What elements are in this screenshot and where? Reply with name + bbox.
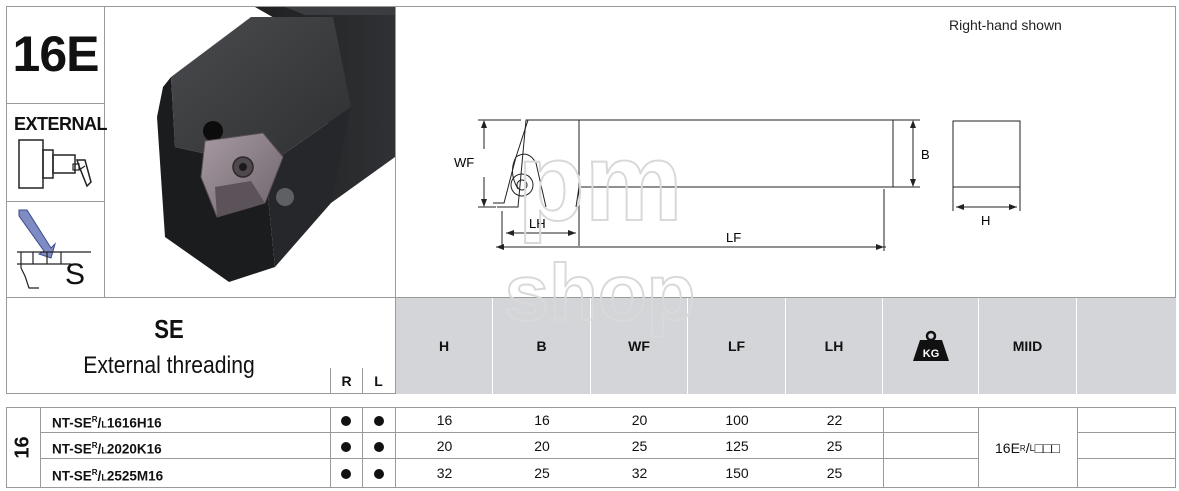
row-divider-2b — [1077, 458, 1176, 459]
col-header-h: H — [396, 298, 493, 394]
row-divider-2 — [40, 458, 978, 459]
cell-b: 16 — [534, 412, 550, 428]
series-name: SE — [154, 314, 184, 344]
tool-holder-illustration — [157, 7, 395, 282]
label-lh: LH — [529, 216, 546, 231]
col-header-wf: WF — [591, 298, 688, 394]
technical-drawing: Right-hand shown — [395, 6, 1176, 298]
cell-lf: 125 — [725, 438, 749, 454]
col-header-lh: LH — [786, 298, 883, 394]
table-bottom-line — [6, 487, 1176, 488]
right-hand-available-dot — [341, 416, 351, 426]
left-hand-available-dot — [374, 469, 384, 479]
grid-v — [1077, 407, 1078, 488]
cell-lh: 25 — [826, 465, 843, 481]
col-header-l: L — [362, 368, 394, 394]
row-divider-1b — [1077, 432, 1176, 433]
weight-kg-icon: KG — [912, 330, 949, 361]
row-divider-1 — [40, 432, 978, 433]
threading-type-box: S — [6, 202, 105, 298]
series-code: 16E — [12, 26, 100, 82]
col-header-r: R — [330, 368, 362, 394]
cell-wf: 20 — [631, 412, 648, 428]
threading-symbol: S — [65, 258, 86, 291]
label-wf: WF — [454, 155, 474, 170]
grid-v — [883, 407, 884, 488]
table-top-line — [6, 407, 1176, 408]
cell-b: 20 — [534, 438, 550, 454]
group-size-cell: 16 — [6, 407, 40, 487]
label-h: H — [981, 213, 990, 228]
cell-h: 32 — [436, 465, 453, 481]
cell-wf: 25 — [631, 438, 648, 454]
col-header-b: B — [493, 298, 591, 394]
col-header-weight: KG — [883, 298, 979, 394]
grid-v — [978, 407, 979, 488]
cell-h: 20 — [436, 438, 453, 454]
right-hand-note: Right-hand shown — [949, 17, 1062, 33]
row-designation: NT-SER/L1616H16 — [52, 415, 162, 431]
application-box: EXTERNAL — [6, 104, 108, 202]
cell-lh: 22 — [826, 412, 843, 428]
application-label: EXTERNAL — [14, 114, 108, 134]
cell-lf: 150 — [725, 465, 749, 481]
weight-icon-text: KG — [922, 348, 939, 360]
col-header-extra — [1077, 298, 1176, 394]
threading-direction-icon — [17, 209, 91, 289]
cell-wf: 32 — [631, 465, 648, 481]
label-lf: LF — [726, 230, 741, 245]
grid-v — [362, 407, 363, 488]
product-photo — [105, 6, 395, 298]
col-header-miid: MIID — [979, 298, 1077, 394]
cell-lh: 25 — [826, 438, 843, 454]
group-size-label: 16 — [11, 435, 34, 459]
grid-v — [6, 407, 7, 488]
cell-b: 25 — [534, 465, 550, 481]
grid-v — [40, 407, 41, 488]
grid-v — [1175, 407, 1176, 488]
external-turning-icon — [18, 139, 92, 189]
cell-lf: 100 — [725, 412, 749, 428]
cell-h: 16 — [436, 412, 453, 428]
label-b: B — [921, 147, 930, 162]
left-hand-available-dot — [374, 442, 384, 452]
left-hand-available-dot — [374, 416, 384, 426]
right-hand-available-dot — [341, 442, 351, 452]
row-designation: NT-SER/L2020K16 — [52, 441, 162, 457]
series-code-box: 16E — [6, 6, 105, 104]
col-header-lf: LF — [688, 298, 786, 394]
grid-v — [330, 407, 331, 488]
dimension-drawing: WF LH LF B H — [454, 119, 1021, 251]
series-subtitle: External threading — [83, 352, 255, 379]
right-hand-available-dot — [341, 469, 351, 479]
row-designation: NT-SER/L2525M16 — [52, 468, 164, 484]
series-header: SE External threading — [6, 298, 396, 394]
grid-v — [395, 407, 396, 488]
